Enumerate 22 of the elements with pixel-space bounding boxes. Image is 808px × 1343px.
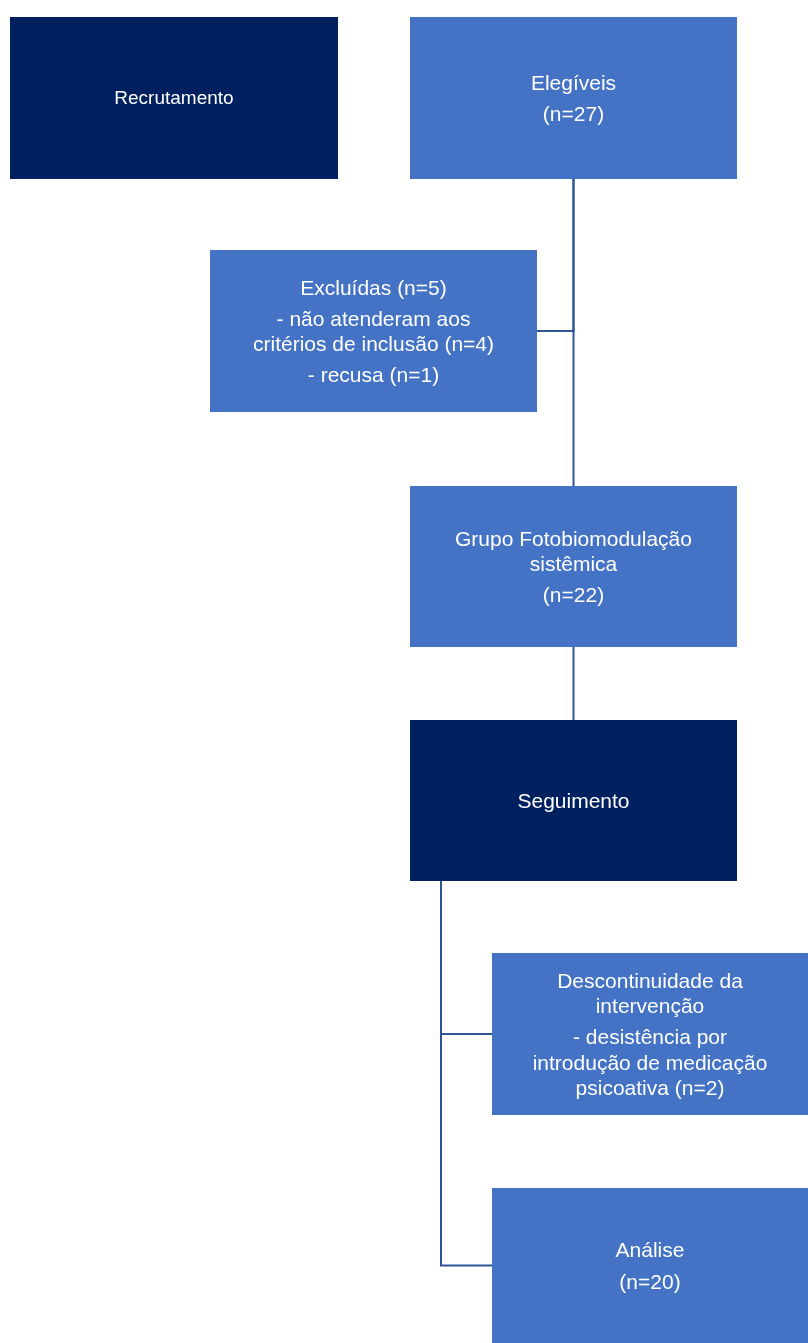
connector-line [572,646,575,721]
box-text: Grupo Fotobiomodulação sistêmica [454,525,693,577]
stage-box [10,17,338,179]
box-text: (n=22) [542,582,605,608]
box-text: Análise [615,1237,685,1263]
box-text: - não atenderam aos critérios de inclusão (n=4) [252,305,495,357]
box-text: - desistência por introdução de medicação psicoativa (n=2) [531,1024,769,1100]
box-text: (n=20) [619,1268,681,1294]
process-box [210,250,537,412]
stage-box [410,720,737,881]
process-box [410,17,737,179]
process-box [492,953,808,1115]
box-text: Descontinuidade da intervenção [556,968,744,1019]
box-text: Elegíveis [530,69,617,95]
box-text: - recusa (n=1) [307,362,440,388]
process-box [492,1188,808,1343]
box-text: Seguimento [517,787,630,814]
connector-line [572,178,575,487]
box-text: Excluídas (n=5) [300,274,447,300]
box-text: (n=27) [542,101,605,127]
process-box [410,486,737,647]
box-text: Recrutamento [114,86,234,110]
